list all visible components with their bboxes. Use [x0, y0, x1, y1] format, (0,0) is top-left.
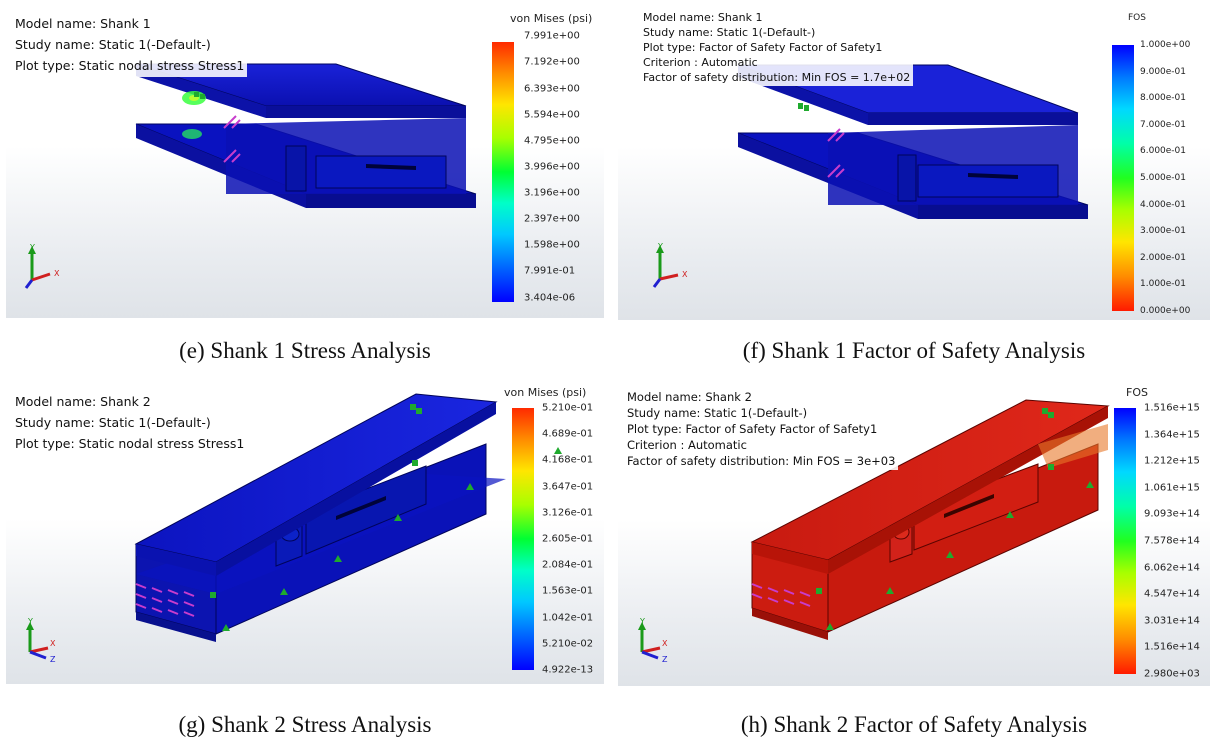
legend-tick: 1.000e-01 — [1140, 279, 1187, 289]
fos-distribution: Factor of safety distribution: Min FOS =… — [627, 454, 896, 468]
model-name: Model name: Shank 1 — [643, 11, 763, 24]
criterion: Criterion : Automatic — [643, 56, 758, 69]
plot-info: Model name: Shank 2 Study name: Static 1… — [12, 390, 248, 455]
legend-tick: 1.598e+00 — [524, 239, 580, 251]
study-name: Study name: Static 1(-Default-) — [627, 406, 808, 420]
legend-tick: 5.000e-01 — [1140, 173, 1187, 183]
legend-tick: 1.000e+00 — [1140, 40, 1191, 50]
axis-triad-icon: Y X — [652, 243, 688, 288]
legend-title: von Mises (psi) — [504, 386, 587, 399]
legend-tick: 3.126e-01 — [542, 507, 594, 519]
study-name: Study name: Static 1(-Default-) — [15, 37, 211, 52]
fos-distribution: Factor of safety distribution: Min FOS =… — [643, 71, 911, 84]
plot-info: Model name: Shank 2 Study name: Static 1… — [624, 388, 899, 470]
legend-tick: 5.210e-02 — [542, 638, 594, 650]
caption-h: (h) Shank 2 Factor of Safety Analysis — [740, 712, 1088, 737]
legend-tick: 9.000e-01 — [1140, 67, 1187, 77]
model-name: Model name: Shank 1 — [15, 16, 151, 31]
legend-tick: 2.980e+03 — [1144, 668, 1200, 680]
colorbar — [492, 42, 514, 302]
stress-plot-shank2: Model name: Shank 2 Study name: Static 1… — [6, 384, 604, 684]
legend-tick: 1.061e+15 — [1144, 482, 1200, 494]
legend-tick: 7.000e-01 — [1140, 120, 1187, 130]
caption-g: (g) Shank 2 Stress Analysis — [178, 712, 432, 737]
axis-label-x: X — [54, 269, 60, 278]
colorbar — [512, 408, 534, 670]
legend-title: FOS — [1128, 13, 1146, 23]
axis-label-y: Y — [639, 617, 645, 626]
legend-tick: 2.397e+00 — [524, 213, 580, 225]
legend-tick: 3.000e-01 — [1140, 226, 1187, 236]
legend-tick: 4.689e-01 — [542, 428, 594, 440]
caption-e: (e) Shank 1 Stress Analysis — [179, 338, 431, 363]
legend-tick: 4.547e+14 — [1144, 588, 1200, 600]
axis-triad-icon: Y X Z — [638, 617, 668, 664]
legend-tick: 9.093e+14 — [1144, 508, 1200, 520]
study-name: Study name: Static 1(-Default-) — [15, 415, 211, 430]
legend-tick: 3.404e-06 — [524, 292, 576, 304]
axis-label-y: Y — [27, 617, 33, 626]
colorbar — [1114, 408, 1136, 674]
legend-tick: 3.031e+14 — [1144, 615, 1200, 627]
shank2-model-fos — [750, 399, 1110, 640]
legend-tick: 7.578e+14 — [1144, 535, 1200, 547]
legend-title: FOS — [1126, 386, 1148, 399]
legend-tick: 1.212e+15 — [1144, 455, 1200, 467]
legend-tick: 6.062e+14 — [1144, 562, 1200, 574]
legend-tick: 2.605e-01 — [542, 533, 594, 545]
plot-info: Model name: Shank 1 Study name: Static 1… — [640, 9, 914, 86]
model-name: Model name: Shank 2 — [627, 390, 752, 404]
legend-tick: 3.647e-01 — [542, 481, 594, 493]
plot-type: Plot type: Static nodal stress Stress1 — [15, 58, 245, 73]
axis-label-z: Z — [662, 655, 668, 664]
fos-plot-shank2: Model name: Shank 2 Study name: Static 1… — [618, 384, 1210, 686]
axis-label-x: X — [662, 639, 668, 648]
model-name: Model name: Shank 2 — [15, 394, 151, 409]
legend-tick: 4.000e-01 — [1140, 200, 1187, 210]
legend-tick: 1.563e-01 — [542, 585, 594, 597]
legend-tick: 3.196e+00 — [524, 187, 580, 199]
legend-tick: 7.192e+00 — [524, 56, 580, 68]
fos-plot-shank1: Model name: Shank 1 Study name: Static 1… — [618, 5, 1210, 320]
legend-tick: 5.594e+00 — [524, 109, 580, 121]
legend-tick: 6.000e-01 — [1140, 146, 1187, 156]
legend-tick: 5.210e-01 — [542, 402, 594, 414]
axis-label-x: X — [682, 270, 688, 279]
legend-tick: 4.922e-13 — [542, 664, 594, 676]
legend-tick: 2.000e-01 — [1140, 253, 1187, 263]
shank1-model-fos — [737, 64, 1089, 219]
plot-type: Plot type: Factor of Safety Factor of Sa… — [643, 41, 883, 54]
axis-triad-icon: Y X — [24, 244, 60, 289]
legend-tick: 7.991e-01 — [524, 265, 576, 277]
stress-plot-shank1: Model name: Shank 1 Study name: Static 1… — [6, 6, 604, 318]
legend-tick: 1.516e+14 — [1144, 641, 1200, 653]
legend-tick: 8.000e-01 — [1140, 93, 1187, 103]
axis-label-x: X — [50, 639, 56, 648]
criterion: Criterion : Automatic — [627, 438, 747, 452]
plot-info: Model name: Shank 1 Study name: Static 1… — [12, 12, 248, 77]
study-name: Study name: Static 1(-Default-) — [643, 26, 816, 39]
legend-tick: 6.393e+00 — [524, 83, 580, 95]
axis-triad-icon: Y X Z — [26, 617, 56, 664]
shank2-model-stress — [134, 393, 562, 642]
legend-tick: 2.084e-01 — [542, 559, 594, 571]
legend-tick: 1.364e+15 — [1144, 429, 1200, 441]
legend-tick: 1.516e+15 — [1144, 402, 1200, 414]
legend-tick: 4.168e-01 — [542, 454, 594, 466]
shank1-model-stress — [135, 63, 477, 208]
plot-type: Plot type: Factor of Safety Factor of Sa… — [627, 422, 878, 436]
plot-type: Plot type: Static nodal stress Stress1 — [15, 436, 245, 451]
legend-tick: 1.042e-01 — [542, 612, 594, 624]
axis-label-y: Y — [29, 244, 35, 252]
legend-tick: 7.991e+00 — [524, 30, 580, 42]
axis-label-y: Y — [657, 243, 663, 251]
caption-f: (f) Shank 1 Factor of Safety Analysis — [742, 338, 1086, 363]
legend-tick: 3.996e+00 — [524, 161, 580, 173]
legend-title: von Mises (psi) — [510, 12, 593, 25]
legend-tick: 4.795e+00 — [524, 135, 580, 147]
legend-tick: 0.000e+00 — [1140, 306, 1191, 316]
axis-label-z: Z — [50, 655, 56, 664]
colorbar — [1112, 45, 1134, 311]
